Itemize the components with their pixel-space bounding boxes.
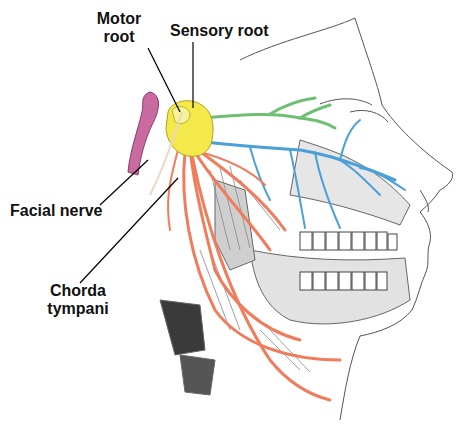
- chorda-nerve: [150, 112, 182, 195]
- part-label: Motor root: [86, 10, 152, 46]
- ophthalmic-branch: [205, 98, 335, 128]
- part-label: Chorda tympani: [38, 282, 118, 318]
- head-outline: [240, 18, 453, 420]
- facial-nerve: [128, 92, 159, 175]
- leader-lines: [80, 42, 193, 283]
- part-label: Sensory root: [170, 22, 310, 40]
- mandibular-branch: [168, 150, 340, 400]
- teeth: [300, 232, 397, 290]
- part-label: Facial nerve: [10, 202, 122, 220]
- trigeminal-ganglion: [166, 101, 213, 157]
- maxillary-branch: [205, 120, 405, 228]
